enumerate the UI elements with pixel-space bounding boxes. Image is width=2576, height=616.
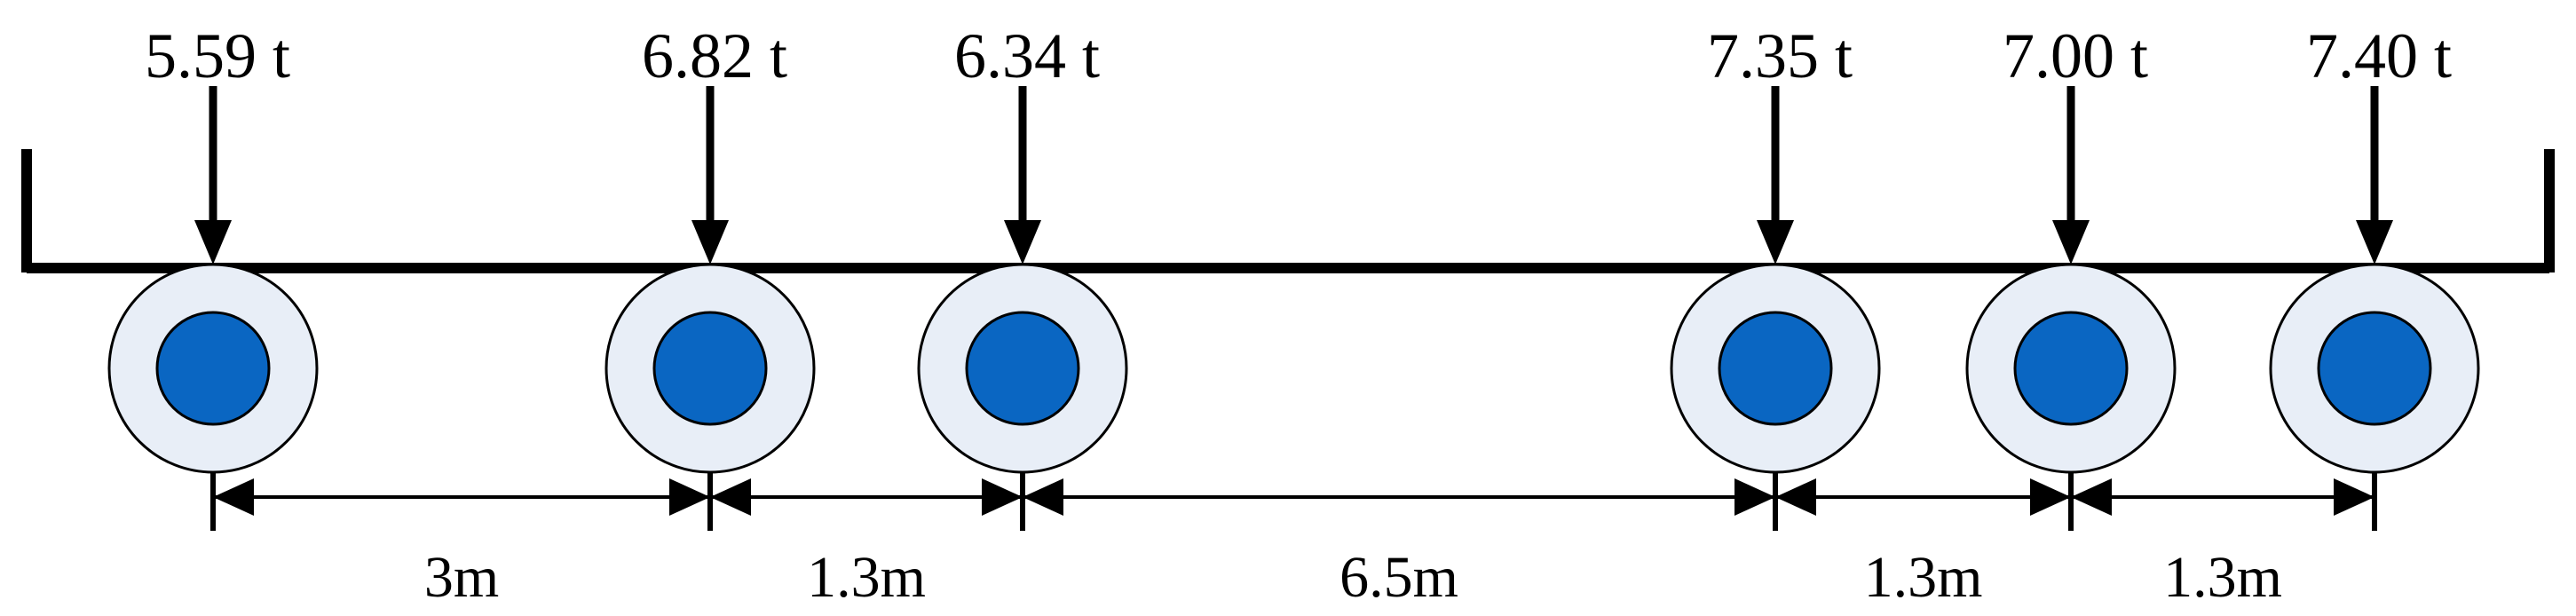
load-label: 6.34 t — [954, 20, 1100, 91]
dimension-label: 6.5m — [1339, 545, 1458, 610]
load-label: 7.40 t — [2306, 20, 2452, 91]
dimension-arrow-right — [982, 478, 1023, 516]
wheel-hub — [965, 311, 1080, 426]
wheel-hub — [652, 311, 768, 426]
wheel-hub — [155, 311, 271, 426]
dimension-arrow-left — [1775, 478, 1816, 516]
load-arrow-head — [194, 220, 232, 265]
dimension-arrow-left — [710, 478, 751, 516]
dimension-group: 3m 1.3m 6.5m 1.3m 1.3m — [210, 472, 2377, 610]
wheel-6 — [2269, 263, 2480, 474]
dimension-label: 3m — [424, 545, 499, 610]
dimension-label: 1.3m — [1864, 545, 1983, 610]
dimension-arrow-right — [1734, 478, 1775, 516]
dimension-2: 1.3m — [710, 478, 1023, 610]
load-arrow-head — [2052, 220, 2090, 265]
wheel-2 — [604, 263, 816, 474]
wheel-4 — [1670, 263, 1881, 474]
dimension-arrow-left — [1023, 478, 1063, 516]
dimension-label: 1.3m — [807, 545, 926, 610]
load-label: 7.35 t — [1707, 20, 1853, 91]
beam — [21, 149, 2555, 273]
load-2: 6.82 t — [642, 20, 787, 265]
load-label: 6.82 t — [642, 20, 787, 91]
wheel-5 — [1965, 263, 2177, 474]
dimension-label: 1.3m — [2163, 545, 2282, 610]
wheel-group — [107, 263, 2480, 474]
load-5: 7.00 t — [2003, 20, 2148, 265]
wheel-hub — [2317, 311, 2432, 426]
wheel-1 — [107, 263, 319, 474]
dimension-arrow-left — [213, 478, 254, 516]
dimension-3: 6.5m — [1023, 478, 1775, 610]
load-arrow-group: 5.59 t 6.82 t 6.34 t 7.35 t 7.00 t 7.40 t — [145, 20, 2452, 265]
dimension-arrow-left — [2071, 478, 2112, 516]
load-arrow-head — [691, 220, 729, 265]
dimension-5: 1.3m — [2071, 478, 2375, 610]
load-4: 7.35 t — [1707, 20, 1853, 265]
wheel-hub — [1718, 311, 1833, 426]
dimension-arrow-right — [2334, 478, 2375, 516]
load-6: 7.40 t — [2306, 20, 2452, 265]
wheel-hub — [2013, 311, 2129, 426]
load-arrow-head — [2356, 220, 2393, 265]
dimension-1: 3m — [213, 478, 710, 610]
load-label: 7.00 t — [2003, 20, 2148, 91]
load-label: 5.59 t — [145, 20, 290, 91]
wheel-3 — [917, 263, 1128, 474]
load-arrow-head — [1757, 220, 1794, 265]
load-3: 6.34 t — [954, 20, 1100, 265]
load-1: 5.59 t — [145, 20, 290, 265]
dimension-4: 1.3m — [1775, 478, 2071, 610]
dimension-arrow-right — [2030, 478, 2071, 516]
load-arrow-head — [1004, 220, 1041, 265]
dimension-arrow-right — [669, 478, 710, 516]
